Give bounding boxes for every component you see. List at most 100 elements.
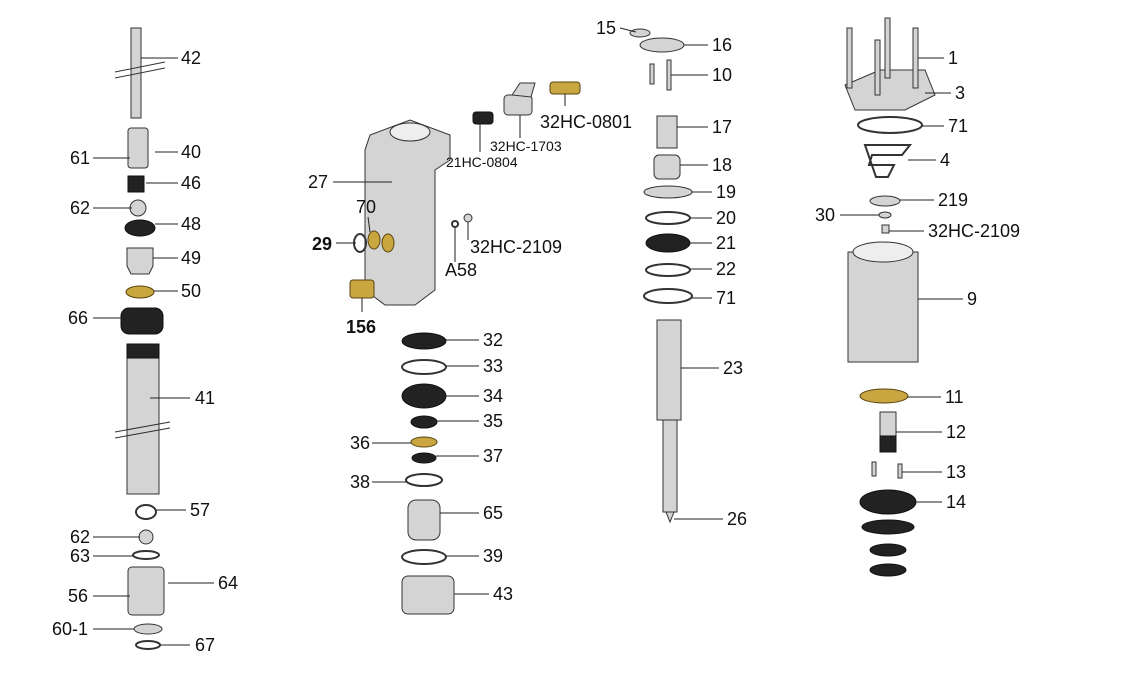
part-14 — [859, 489, 917, 515]
part-label: 39 — [483, 546, 503, 566]
part-label: 32HC-2109 — [928, 221, 1020, 241]
part-label: 48 — [181, 214, 201, 234]
part-label: 67 — [195, 635, 215, 655]
part-label: 60-1 — [52, 619, 88, 639]
part-62-ball — [129, 199, 147, 217]
part-label: 41 — [195, 388, 215, 408]
part-label: 62 — [70, 527, 90, 547]
left-assembly — [114, 27, 171, 650]
part-label: 38 — [350, 472, 370, 492]
part-60-1 — [133, 623, 163, 635]
part-label: 43 — [493, 584, 513, 604]
part-label: 35 — [483, 411, 503, 431]
part-21 — [645, 233, 691, 253]
part-32HC-0801 — [549, 81, 581, 95]
part-label: A58 — [445, 260, 477, 280]
part-label: 62 — [70, 198, 90, 218]
part-32HC-2109-right — [881, 224, 890, 234]
part-label: 36 — [350, 433, 370, 453]
part-label: 71 — [716, 288, 736, 308]
part-label: 46 — [181, 173, 201, 193]
part-label: 14 — [946, 492, 966, 512]
part-label: 27 — [308, 172, 328, 192]
part-label: 1 — [948, 48, 958, 68]
part-label: 34 — [483, 386, 503, 406]
middle-assembly — [349, 81, 581, 615]
part-label: 21 — [716, 233, 736, 253]
part-label: 12 — [946, 422, 966, 442]
part-23-rod — [656, 319, 682, 421]
part-11 — [859, 388, 909, 404]
part-label: 26 — [727, 509, 747, 529]
part-label: 10 — [712, 65, 732, 85]
part-26 — [665, 511, 675, 524]
part-label: 61 — [70, 148, 90, 168]
part-label: 66 — [68, 308, 88, 328]
part-label: 23 — [723, 358, 743, 378]
part-label: 20 — [716, 208, 736, 228]
part-71 — [643, 288, 693, 304]
part-label: 18 — [712, 155, 732, 175]
break-mark — [114, 61, 166, 73]
part-label: 32HC-2109 — [470, 237, 562, 257]
part-label: 64 — [218, 573, 238, 593]
part-49 — [126, 247, 154, 275]
part-56 — [127, 566, 165, 616]
part-A58 — [451, 220, 459, 228]
part-label: 50 — [181, 281, 201, 301]
part-50 — [125, 285, 155, 299]
part-34 — [401, 383, 447, 409]
part-label: 33 — [483, 356, 503, 376]
part-37 — [411, 452, 437, 464]
part-15 — [629, 28, 651, 38]
part-30 — [878, 211, 892, 219]
part-36 — [410, 436, 438, 448]
part-39 — [401, 549, 447, 565]
part-4-spring — [863, 144, 913, 178]
part-label: 32HC-1703 — [490, 138, 562, 154]
part-label: 42 — [181, 48, 201, 68]
part-label: 17 — [712, 117, 732, 137]
part-label: 70 — [356, 197, 376, 217]
part-22 — [645, 263, 691, 277]
part-label: 16 — [712, 35, 732, 55]
part-label: 56 — [68, 586, 88, 606]
part-33 — [401, 359, 447, 375]
part-66 — [120, 307, 164, 335]
part-label: 22 — [716, 259, 736, 279]
cylinder-assembly — [844, 17, 936, 577]
part-9-cylinder — [847, 251, 919, 363]
part-35 — [410, 415, 438, 429]
part-label: 3 — [955, 83, 965, 103]
part-32 — [401, 332, 447, 350]
part-label: 32 — [483, 330, 503, 350]
part-32HC-2109 — [463, 213, 473, 223]
part-46-spring — [127, 175, 145, 193]
part-23-shaft — [662, 419, 678, 513]
part-32HC-1703 — [503, 94, 533, 116]
part-48 — [124, 219, 156, 237]
part-71-oring — [857, 116, 923, 134]
part-62-ball-lower — [138, 529, 154, 545]
part-63 — [132, 550, 160, 560]
part-13 — [871, 461, 877, 477]
part-18-spring — [653, 154, 681, 180]
part-219 — [869, 195, 901, 207]
leader-line — [367, 216, 371, 233]
part-label: 71 — [948, 116, 968, 136]
part-21HC-0804 — [472, 111, 494, 125]
part-label: 57 — [190, 500, 210, 520]
part-label: 21HC-0804 — [446, 154, 518, 170]
part-label: 40 — [181, 142, 201, 162]
part-65-spring — [407, 499, 441, 541]
part-label: 11 — [945, 387, 964, 407]
part-label: 219 — [938, 190, 968, 210]
part-label: 19 — [716, 182, 736, 202]
part-57-spring — [135, 504, 157, 520]
part-41-tube — [126, 343, 160, 495]
part-label: 63 — [70, 546, 90, 566]
part-label: 4 — [940, 150, 950, 170]
part-43 — [401, 575, 455, 615]
